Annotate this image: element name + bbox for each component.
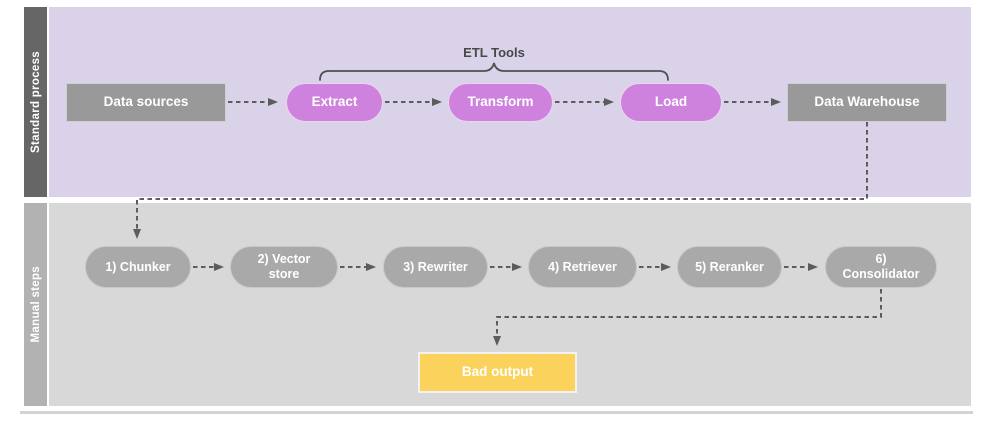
node-bad-output: Bad output: [418, 352, 577, 393]
lane-label-standard-process-text: Standard process: [29, 51, 42, 153]
lane-label-manual-steps-text: Manual steps: [29, 266, 42, 343]
lane-label-manual-steps: Manual steps: [24, 203, 47, 406]
node-rewriter: 3) Rewriter: [383, 246, 488, 288]
node-extract: Extract: [286, 83, 383, 122]
node-chunker: 1) Chunker: [85, 246, 191, 288]
node-load: Load: [620, 83, 722, 122]
etl-tools-annotation: ETL Tools: [463, 45, 525, 60]
node-data-warehouse: Data Warehouse: [787, 83, 947, 122]
node-consolidator: 6) Consolidator: [825, 246, 937, 288]
node-retriever: 4) Retriever: [528, 246, 637, 288]
lane-label-standard-process: Standard process: [24, 7, 47, 197]
node-transform: Transform: [448, 83, 553, 122]
node-data-sources: Data sources: [66, 83, 226, 122]
node-vector-store: 2) Vector store: [230, 246, 338, 288]
bottom-divider: [20, 411, 973, 414]
node-reranker: 5) Reranker: [677, 246, 782, 288]
